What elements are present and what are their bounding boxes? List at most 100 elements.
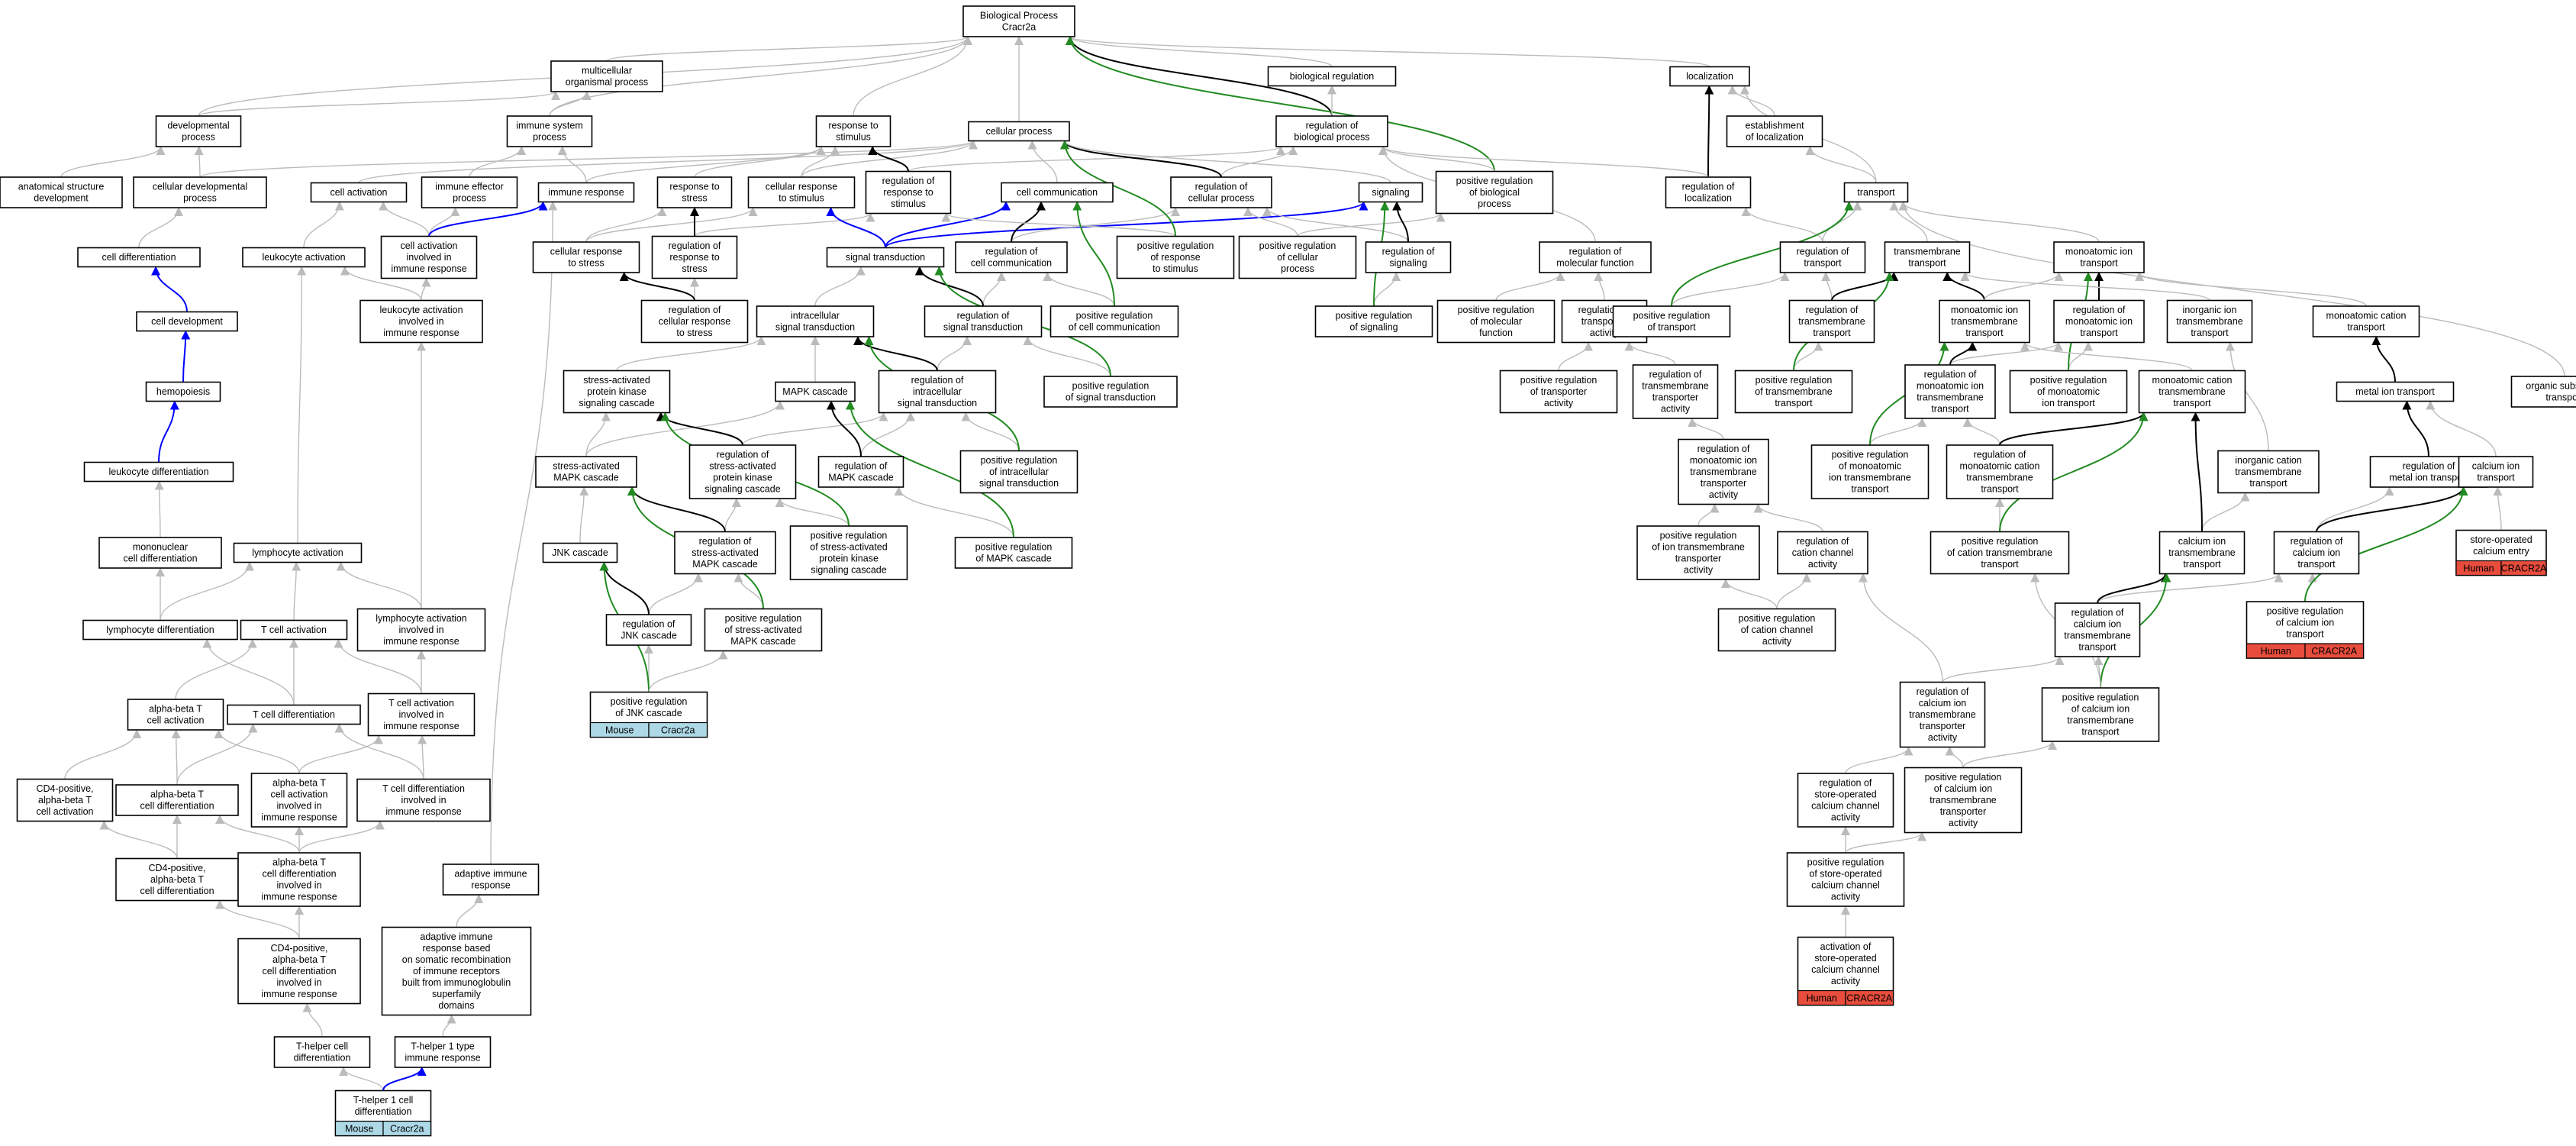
go-term-node-celldev[interactable]: cell development — [136, 311, 238, 332]
go-term-node-lymphact[interactable]: lymphocyte activation — [233, 542, 363, 563]
go-term-node-biolreg[interactable]: biological regulation — [1267, 66, 1397, 87]
go-term-node-hemopoiesis[interactable]: hemopoiesis — [145, 381, 221, 402]
go-term-node-celldiff[interactable]: cell differentiation — [77, 247, 201, 268]
go-term-node-transport[interactable]: transport — [1843, 182, 1909, 203]
go-term-node-mapk[interactable]: MAPK cascade — [775, 381, 856, 402]
go-term-node-immresp[interactable]: immune response — [537, 182, 635, 203]
go-term-node-cellcomm[interactable]: cell communication — [1001, 182, 1114, 203]
go-term-node-leukact[interactable]: leukocyte activation — [242, 247, 366, 268]
go-term-node-regtmtrprtact[interactable]: regulation oftransmembranetransporteract… — [1632, 364, 1719, 419]
go-term-node-tcellact[interactable]: T cell activation — [240, 619, 348, 641]
go-term-node-tcelldiff[interactable]: T cell differentiation — [227, 704, 361, 725]
go-term-node-cellproc[interactable]: cellular process — [968, 121, 1070, 142]
go-term-node-cellact[interactable]: cell activation — [310, 182, 408, 203]
go-term-node-lymphdiff[interactable]: lymphocyte differentiation — [82, 619, 238, 641]
go-term-node-orgsubtr[interactable]: organic substancetransport — [2510, 376, 2576, 408]
go-term-node-metaliontr[interactable]: metal ion transport — [2336, 381, 2455, 402]
go-term-node-jnk[interactable]: JNK cascade — [542, 542, 618, 563]
go-term-node-loc[interactable]: localization — [1669, 66, 1750, 87]
go-term-node-signaling[interactable]: signaling — [1358, 182, 1423, 203]
